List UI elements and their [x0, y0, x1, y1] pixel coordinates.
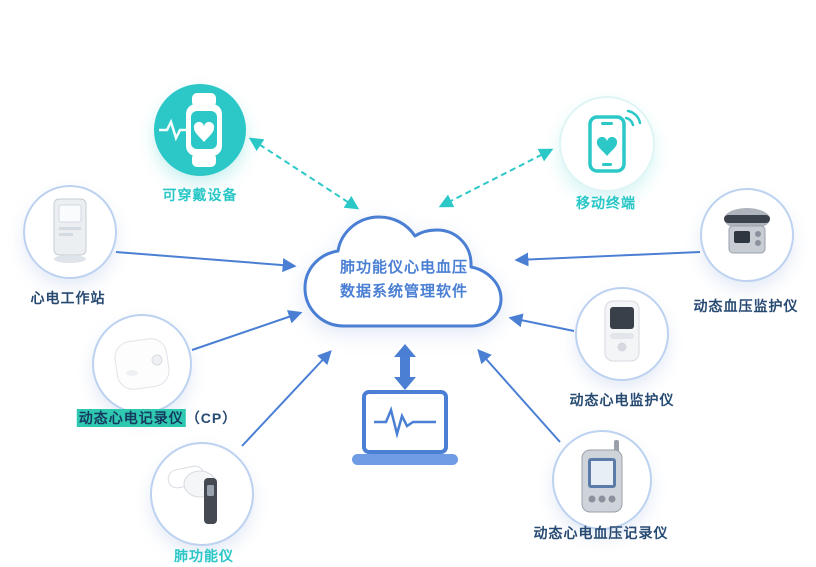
cloud-laptop-sync-arrow — [394, 344, 416, 390]
cloud-title-line2: 数据系统管理软件 — [339, 283, 468, 300]
spirometer-device — [167, 465, 217, 524]
node-ecg-bp-recorder — [552, 430, 652, 530]
label-wearable: 可穿戴设备 — [162, 187, 238, 203]
smartphone-icon — [588, 109, 642, 173]
node-mobile — [559, 96, 655, 192]
node-ecg-workstation — [23, 185, 117, 279]
node-bp-monitor — [700, 188, 794, 282]
label-bp-monitor: 动态血压监护仪 — [693, 298, 799, 314]
node-wearable — [154, 84, 246, 176]
label-holter-recorder: 动态心电记录仪（CP） — [76, 408, 238, 428]
label-holter-recorder-suffix: （CP） — [185, 410, 238, 426]
node-ecg-monitor — [575, 287, 669, 381]
node-holter-recorder — [92, 314, 192, 414]
laptop-icon — [352, 390, 458, 465]
cloud-shape — [303, 215, 503, 328]
cloud-title-line1: 肺功能仪心电血压 — [339, 259, 468, 276]
label-ecg-workstation: 心电工作站 — [30, 290, 106, 306]
cloud-title: 肺功能仪心电血压 数据系统管理软件 — [296, 256, 512, 304]
label-mobile: 移动终端 — [576, 195, 636, 211]
label-ecg-bp-recorder: 动态心电血压记录仪 — [533, 525, 669, 541]
cloud-node: 肺功能仪心电血压 数据系统管理软件 — [296, 204, 512, 336]
node-spirometer — [150, 442, 254, 546]
bp-monitor-device — [724, 208, 770, 254]
ecg-bp-recorder-device — [581, 440, 623, 513]
holter-recorder-device — [114, 338, 170, 390]
laptop-terminal — [350, 390, 460, 468]
ecg-monitor-device — [604, 300, 640, 362]
label-ecg-monitor: 动态心电监护仪 — [569, 392, 675, 408]
smartwatch-icon — [159, 93, 222, 167]
label-holter-recorder-highlight: 动态心电记录仪 — [76, 409, 186, 427]
label-spirometer: 肺功能仪 — [174, 548, 234, 564]
ecg-workstation-device — [53, 198, 87, 263]
